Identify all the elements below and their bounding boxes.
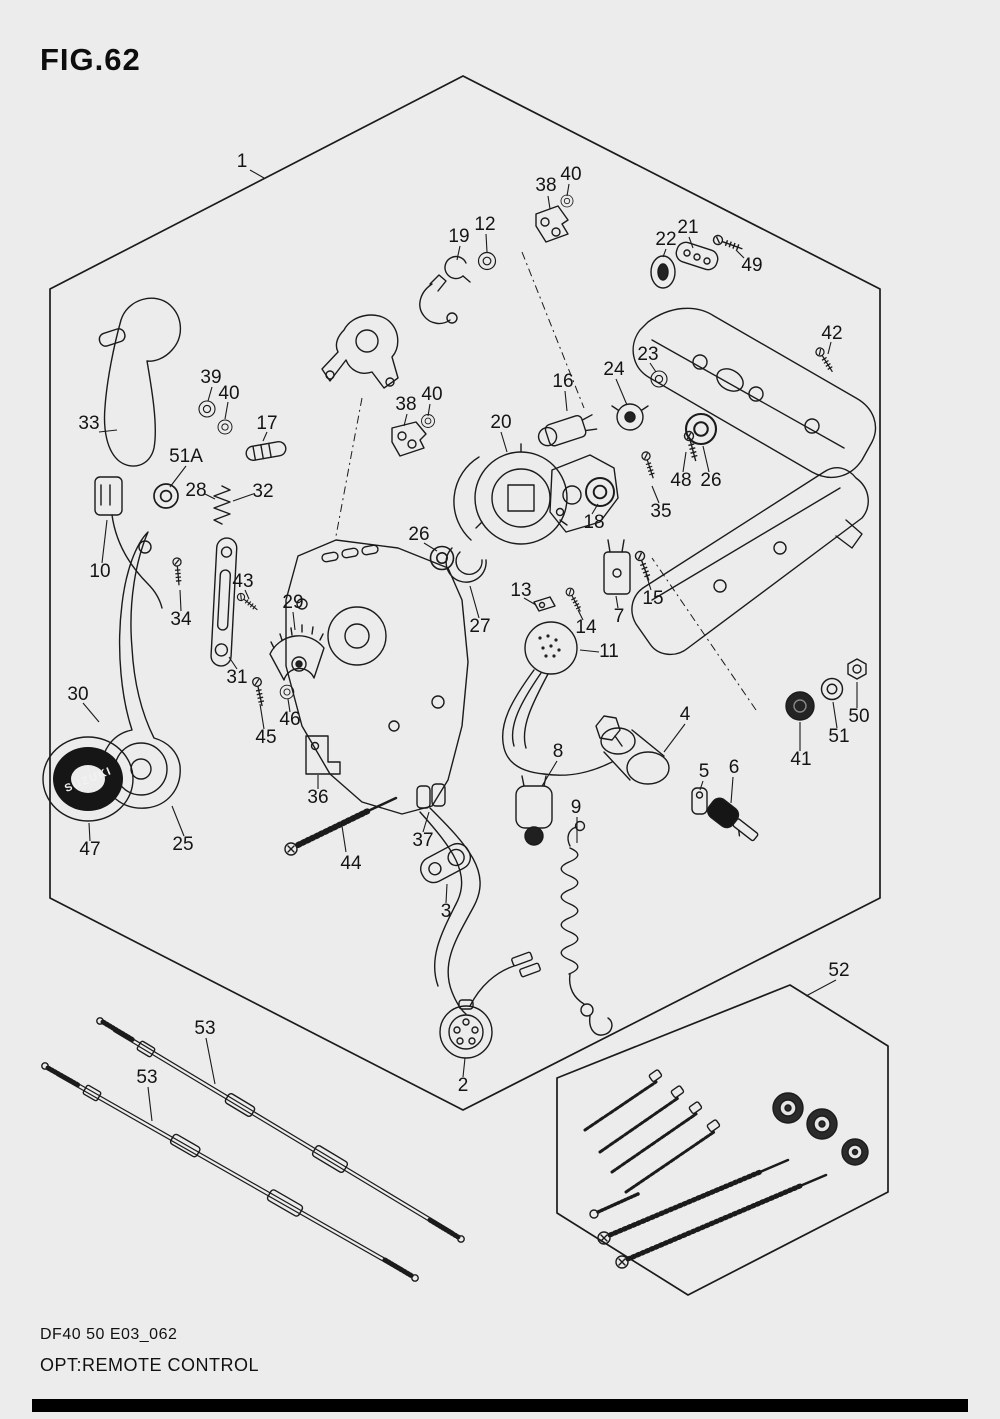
pin-17 <box>245 441 287 461</box>
control-cable-53-a <box>96 1017 465 1243</box>
washer-51 <box>820 677 844 701</box>
switch-block-10 <box>94 476 163 609</box>
snap-ring-19-and-clamp <box>419 255 471 325</box>
screw-42 <box>813 345 837 375</box>
retainer-20 <box>453 443 568 545</box>
washer-12 <box>477 251 497 271</box>
washer-40-top <box>560 194 574 208</box>
lever-strip-31 <box>210 537 238 667</box>
arm-3 <box>419 842 472 884</box>
neutral-switch-16 <box>537 414 598 447</box>
long-screw-44 <box>284 796 398 856</box>
washer-39 <box>198 400 216 418</box>
ring-18 <box>585 477 615 507</box>
footer-bar <box>32 1399 968 1412</box>
ring-23 <box>650 370 668 388</box>
knob-24 <box>611 403 649 431</box>
ignition-switch-4 <box>595 715 670 785</box>
rigging-kit-contents-52 <box>583 1069 869 1269</box>
figure-title: FIG.62 <box>40 42 141 77</box>
kit-box-hexagon <box>556 984 889 1296</box>
screw-15 <box>633 549 654 583</box>
cam-plate <box>549 454 619 533</box>
screw-34 <box>171 556 184 587</box>
detent-spring-32 <box>213 485 231 525</box>
nut-50 <box>847 658 867 680</box>
lanyard-cord-9 <box>560 820 613 1036</box>
construction-lines <box>335 251 757 711</box>
switch-7 <box>603 539 631 595</box>
footer-model-code: DF40 50 E03_062 <box>40 1326 178 1343</box>
control-handle-33 <box>98 297 182 467</box>
washer-40-mid <box>421 414 435 428</box>
bracket-38-top <box>535 205 569 243</box>
plate-21-grommet-22 <box>650 241 719 289</box>
suzuki-medallion-47: SUZUKI <box>42 736 134 822</box>
main-housing <box>285 539 469 815</box>
screw-49 <box>711 233 745 254</box>
housing-cover-lower-right <box>631 467 869 655</box>
clip-13 <box>533 596 556 612</box>
swivel-bracket <box>321 314 399 389</box>
key-blank-5 <box>691 787 708 815</box>
clamp-37 <box>416 783 446 809</box>
ignition-key-6 <box>707 797 759 842</box>
bracket-38-left <box>391 421 427 457</box>
housing-cover-upper-right <box>632 307 877 479</box>
grommet-51a <box>153 483 179 509</box>
cap-41 <box>785 691 815 721</box>
grommet-cylinders <box>772 1092 869 1166</box>
leader-lines <box>82 169 858 1122</box>
stop-solenoid-8 <box>515 775 553 846</box>
footer-caption: OPT:REMOTE CONTROL <box>40 1355 260 1375</box>
sector-gear-29 <box>269 624 325 681</box>
rubber-boot-11 <box>524 621 578 675</box>
main-border-hexagon <box>49 75 881 1111</box>
screw-14 <box>564 586 585 614</box>
washer-40-left <box>217 419 233 435</box>
connector-2 <box>439 951 541 1059</box>
screw-45 <box>251 676 267 708</box>
control-cable-53-b <box>41 1062 419 1282</box>
screw-35 <box>640 450 658 481</box>
bracket-36 <box>305 735 341 775</box>
washer-46 <box>279 684 295 700</box>
wire-harness <box>419 669 613 1015</box>
